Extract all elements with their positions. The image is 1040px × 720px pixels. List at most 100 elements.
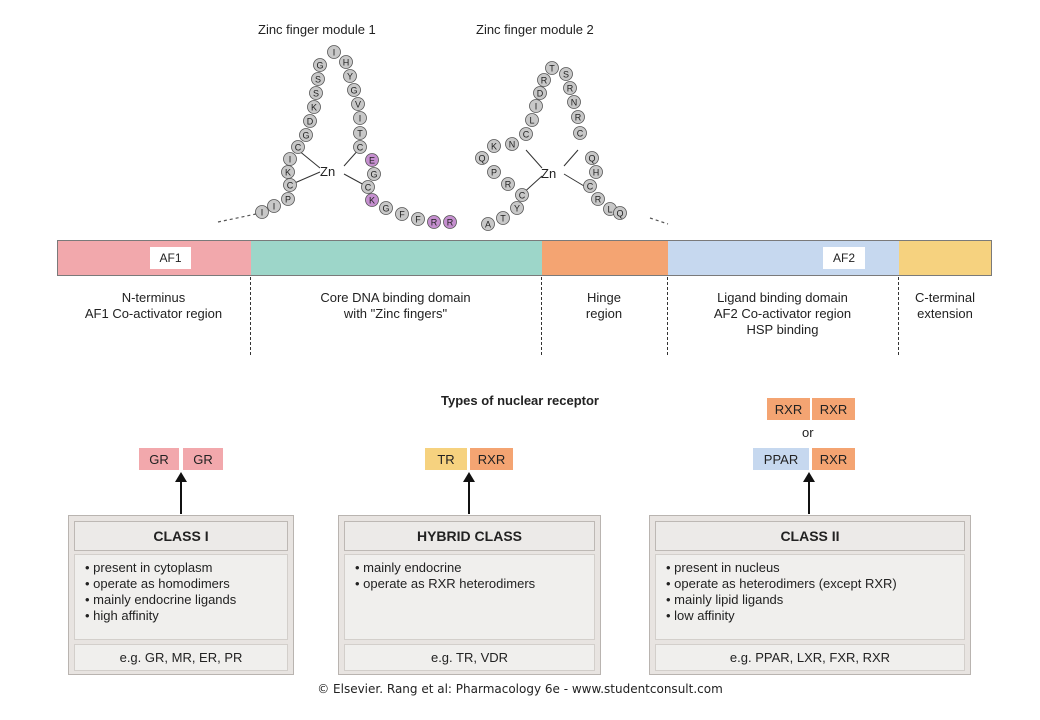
amino-acid-residue bbox=[613, 206, 627, 220]
amino-acid-residue bbox=[365, 153, 379, 167]
amino-acid-residue bbox=[505, 137, 519, 151]
amino-acid-letter: C bbox=[357, 143, 364, 153]
amino-acid-residue bbox=[291, 140, 305, 154]
amino-acid-letter: A bbox=[485, 220, 491, 230]
separator-line bbox=[898, 277, 899, 355]
amino-acid-residue bbox=[501, 177, 515, 191]
af2-label: AF2 bbox=[823, 247, 865, 269]
amino-acid-letter: Q bbox=[478, 154, 485, 164]
class-i-card: CLASS I present in cytoplasm operate as … bbox=[68, 515, 294, 675]
card-title: HYBRID CLASS bbox=[344, 521, 595, 551]
amino-acid-letter: Q bbox=[616, 209, 623, 219]
amino-acid-letter: H bbox=[343, 58, 350, 68]
types-title: Types of nuclear receptor bbox=[441, 393, 599, 408]
amino-acid-residue bbox=[343, 69, 357, 83]
amino-acid-letter: C bbox=[523, 130, 530, 140]
copyright-text: © Elsevier. Rang et al: Pharmacology 6e … bbox=[317, 682, 723, 696]
amino-acid-letter: T bbox=[500, 214, 506, 224]
amino-acid-residue bbox=[411, 212, 425, 226]
amino-acid-letter: S bbox=[315, 75, 321, 85]
amino-acid-residue bbox=[283, 152, 297, 166]
dimer-tag-rxr: RXR bbox=[470, 448, 513, 470]
list-item: operate as homodimers bbox=[85, 576, 277, 592]
amino-acid-letter: P bbox=[491, 168, 497, 178]
amino-acid-residue bbox=[537, 73, 551, 87]
amino-acid-residue bbox=[533, 86, 547, 100]
amino-acid-letter: K bbox=[285, 168, 291, 178]
amino-acid-residue bbox=[487, 139, 501, 153]
amino-acid-letter: C bbox=[365, 183, 372, 193]
card-examples: e.g. GR, MR, ER, PR bbox=[74, 644, 288, 671]
amino-acid-letter: S bbox=[563, 70, 569, 80]
amino-acid-letter: F bbox=[415, 215, 421, 225]
amino-acid-letter: G bbox=[316, 61, 323, 71]
amino-acid-residue bbox=[303, 114, 317, 128]
amino-acid-letter: L bbox=[529, 116, 534, 126]
amino-acid-residue bbox=[299, 128, 313, 142]
dimer-tag-rxr: RXR bbox=[767, 398, 810, 420]
amino-acid-letter: R bbox=[567, 84, 574, 94]
list-item: high affinity bbox=[85, 608, 277, 624]
hinge-segment bbox=[542, 241, 668, 275]
amino-acid-residue bbox=[309, 86, 323, 100]
c-terminal-segment bbox=[899, 241, 991, 275]
list-item: operate as heterodimers (except RXR) bbox=[666, 576, 954, 592]
arrow-up-icon bbox=[803, 472, 815, 514]
amino-acid-residue bbox=[573, 126, 587, 140]
amino-acid-residue bbox=[379, 201, 393, 215]
amino-acid-letter: I bbox=[289, 155, 292, 165]
amino-acid-residue bbox=[367, 167, 381, 181]
amino-acid-residue bbox=[395, 207, 409, 221]
amino-acid-letter: T bbox=[549, 64, 555, 74]
amino-acid-residue bbox=[591, 192, 605, 206]
amino-acid-residue bbox=[255, 205, 269, 219]
amino-acid-letter: C bbox=[577, 129, 584, 139]
zn-label-1: Zn bbox=[320, 164, 335, 179]
card-title: CLASS I bbox=[74, 521, 288, 551]
amino-acid-letter: R bbox=[431, 218, 438, 228]
amino-acid-letter: C bbox=[295, 143, 302, 153]
amino-acid-letter: E bbox=[369, 156, 375, 166]
amino-acid-letter: I bbox=[261, 208, 264, 218]
amino-acid-letter: Y bbox=[514, 204, 520, 214]
hybrid-class-card: HYBRID CLASS mainly endocrine operate as… bbox=[338, 515, 601, 675]
amino-acid-residue bbox=[353, 140, 367, 154]
card-title: CLASS II bbox=[655, 521, 965, 551]
amino-acid-residue bbox=[311, 72, 325, 86]
amino-acid-letter: N bbox=[509, 140, 516, 150]
list-item: present in cytoplasm bbox=[85, 560, 277, 576]
amino-acid-letter: C bbox=[519, 191, 526, 201]
amino-acid-residue bbox=[353, 111, 367, 125]
amino-acid-letter: G bbox=[370, 170, 377, 180]
amino-acid-letter: R bbox=[505, 180, 512, 190]
list-item: present in nucleus bbox=[666, 560, 954, 576]
amino-acid-residue bbox=[583, 179, 597, 193]
amino-acid-residue bbox=[353, 126, 367, 140]
amino-acid-residue bbox=[365, 193, 379, 207]
amino-acid-letter: F bbox=[399, 210, 405, 220]
list-item: mainly endocrine ligands bbox=[85, 592, 277, 608]
arrow-up-icon bbox=[463, 472, 475, 514]
amino-acid-letter: Q bbox=[588, 154, 595, 164]
amino-acid-residue bbox=[351, 97, 365, 111]
amino-acid-residue bbox=[515, 188, 529, 202]
amino-acid-residue bbox=[313, 58, 327, 72]
zinc-finger-module-2-title: Zinc finger module 2 bbox=[476, 22, 594, 37]
ligand-binding-segment: AF2 bbox=[668, 241, 899, 275]
amino-acid-letter: R bbox=[541, 76, 548, 86]
list-item: mainly lipid ligands bbox=[666, 592, 954, 608]
amino-acid-letter: I bbox=[535, 102, 538, 112]
amino-acid-residue bbox=[510, 201, 524, 215]
amino-acid-residue bbox=[585, 151, 599, 165]
amino-acid-residue bbox=[267, 199, 281, 213]
amino-acid-residue bbox=[519, 127, 533, 141]
separator-line bbox=[541, 277, 542, 355]
amino-acid-letter: G bbox=[302, 131, 309, 141]
amino-acid-letter: I bbox=[333, 48, 336, 58]
amino-acid-residue bbox=[307, 100, 321, 114]
amino-acid-letter: D bbox=[307, 117, 314, 127]
